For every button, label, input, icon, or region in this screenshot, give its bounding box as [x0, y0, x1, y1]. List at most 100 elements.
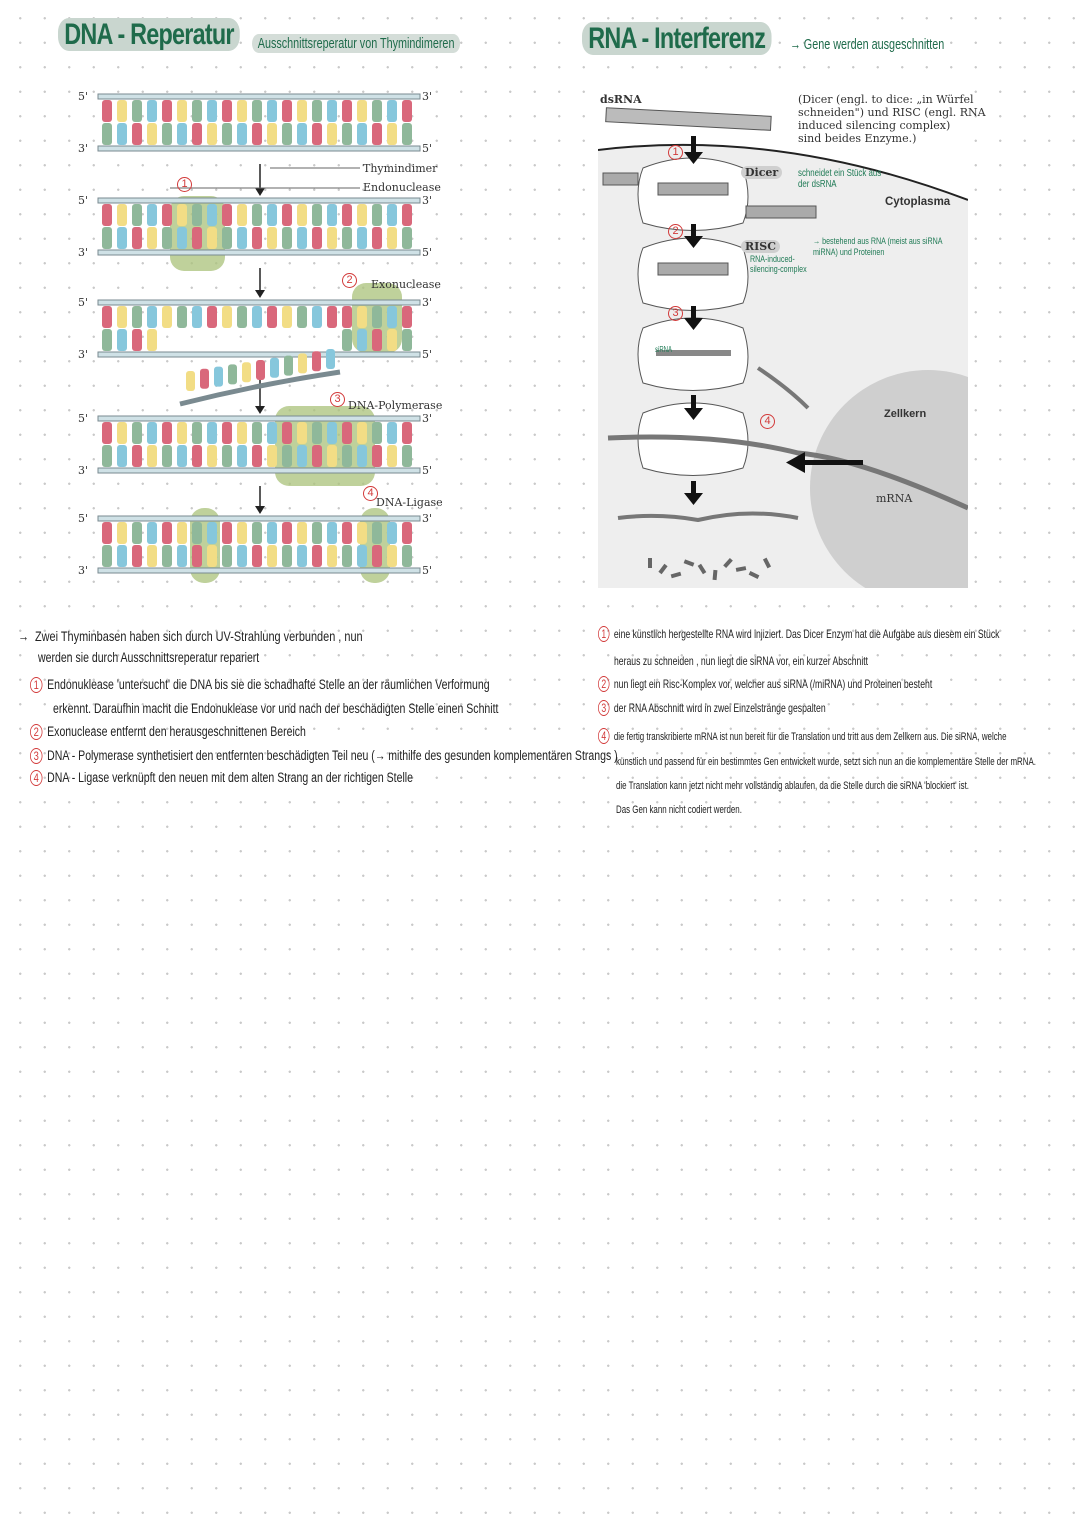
base: [342, 522, 352, 544]
base: [297, 545, 307, 567]
base: [267, 522, 277, 544]
strand-end-label: 5': [78, 512, 89, 525]
base: [237, 422, 247, 444]
base: [372, 123, 382, 145]
base: [117, 522, 127, 544]
base: [132, 306, 142, 328]
base: [267, 445, 277, 467]
base: [228, 364, 237, 385]
base: [132, 227, 142, 249]
label-risc: RISC: [741, 240, 780, 253]
label-thymindimer: Thymindimer: [363, 162, 438, 175]
base: [102, 204, 112, 226]
base: [102, 227, 112, 249]
label-dicer: Dicer: [741, 166, 783, 179]
dna-repair-notes: → Zwei Thyminbasen haben sich durch UV-S…: [18, 628, 783, 786]
dna-backbone: [97, 415, 421, 422]
step-text: nun liegt ein Risc-Komplex vor, welcher …: [613, 677, 933, 691]
base: [312, 227, 322, 249]
strand-end-label: 5': [422, 246, 433, 259]
sirna-strand: [656, 350, 731, 356]
base: [117, 545, 127, 567]
base: [162, 445, 172, 467]
label-sirna: siRNA: [655, 345, 673, 354]
dna-backbone: [97, 93, 421, 100]
nucleotide-fragment: [670, 571, 682, 579]
step-number: 4: [598, 728, 610, 744]
base: [402, 522, 412, 544]
base: [402, 123, 412, 145]
base: [147, 123, 157, 145]
note-line: der dsRNA: [798, 178, 837, 190]
base: [102, 422, 112, 444]
intro-line: → Zwei Thyminbasen haben sich durch UV-S…: [18, 628, 615, 644]
base: [177, 522, 187, 544]
base: [357, 545, 367, 567]
base: [237, 545, 247, 567]
base: [387, 545, 397, 567]
base: [222, 422, 232, 444]
base: [162, 422, 172, 444]
step-text: der RNA Abschnitt wird in zwei Einzelstr…: [613, 701, 826, 715]
base: [357, 306, 367, 328]
base: [297, 204, 307, 226]
base: [117, 445, 127, 467]
dna-backbone: [97, 515, 421, 522]
label-dsrna: dsRNA: [600, 93, 642, 106]
base: [267, 100, 277, 122]
base: [402, 204, 412, 226]
base: [267, 306, 277, 328]
base: [342, 422, 352, 444]
base: [312, 123, 322, 145]
strand-end-label: 5': [78, 412, 89, 425]
base: [147, 545, 157, 567]
base: [177, 306, 187, 328]
base: [342, 329, 352, 351]
nucleotide-fragment: [683, 559, 695, 567]
base: [256, 360, 265, 380]
excised-fragment: [179, 369, 341, 407]
base: [282, 522, 292, 544]
step-2-marker: 2: [342, 273, 357, 288]
base: [297, 100, 307, 122]
base: [387, 422, 397, 444]
base: [312, 204, 322, 226]
base: [327, 545, 337, 567]
strand-end-label: 5': [78, 296, 89, 309]
base: [387, 306, 397, 328]
base: [312, 306, 322, 328]
strand-end-label: 5': [78, 90, 89, 103]
base: [402, 545, 412, 567]
base: [312, 545, 322, 567]
dna-strands-graphic: [97, 93, 421, 583]
base: [372, 329, 382, 351]
label-mrna: mRNA: [876, 492, 913, 505]
base: [117, 227, 127, 249]
base: [222, 445, 232, 467]
base: [312, 351, 321, 372]
base: [147, 227, 157, 249]
base: [387, 204, 397, 226]
base: [342, 123, 352, 145]
nucleotide-fragment: [748, 571, 760, 579]
base: [342, 227, 352, 249]
strand-end-label: 5': [422, 564, 433, 577]
base: [162, 545, 172, 567]
base: [298, 353, 307, 374]
info-line: (Dicer (engl. to dice: „in Würfel: [798, 93, 974, 106]
step-3-marker: 3: [330, 392, 345, 407]
intro-line: werden sie durch Ausschnittsreperatur re…: [38, 650, 260, 665]
base: [102, 306, 112, 328]
base: [207, 204, 217, 226]
step-number: 1: [30, 677, 43, 693]
step-text: DNA - Polymerase synthetisiert den entfe…: [47, 748, 618, 763]
base: [147, 204, 157, 226]
base: [282, 204, 292, 226]
dna-repair-subtitle: Ausschnittsreperatur von Thymindimeren: [252, 34, 461, 53]
dna-backbone: [97, 145, 421, 152]
base: [357, 123, 367, 145]
label-zellkern: Zellkern: [884, 408, 927, 420]
